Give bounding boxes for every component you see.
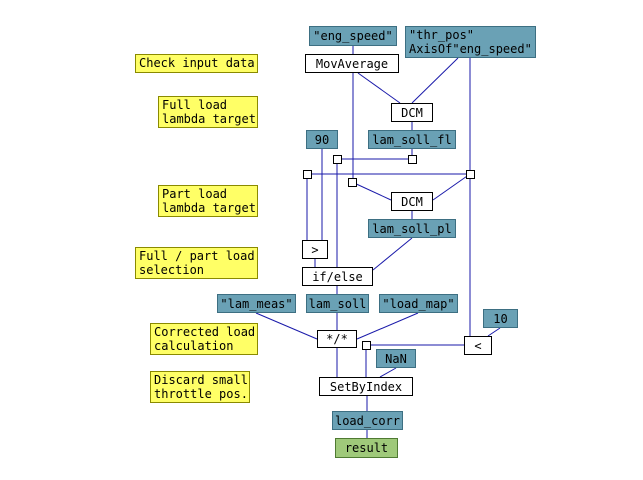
lam-soll-pl-param[interactable]: lam_soll_pl	[368, 219, 456, 238]
lam-soll-var[interactable]: lam_soll	[306, 294, 369, 313]
greater-than-block[interactable]: >	[302, 240, 328, 259]
junction-port-5[interactable]	[466, 170, 475, 179]
wire-lampl-ifelse	[372, 237, 413, 271]
wire-nan-setbyidx	[379, 367, 397, 378]
result-output[interactable]: result	[335, 438, 398, 458]
dcm-part-load-block[interactable]: DCM	[391, 192, 433, 211]
note-full-load-target: Full load lambda target	[158, 96, 258, 128]
wire-thrpos-diag	[411, 57, 459, 104]
note-discard-small: Discard small throttle pos.	[150, 371, 250, 403]
less-than-block[interactable]: <	[464, 336, 492, 355]
nan-const[interactable]: NaN	[376, 349, 416, 368]
wire-dcmpart-diag1	[351, 181, 392, 201]
load-corr-var[interactable]: load_corr	[332, 411, 403, 430]
wire-lammeas-muldiv	[255, 312, 318, 340]
lam-meas-input[interactable]: "lam_meas"	[217, 294, 296, 313]
junction-port-1[interactable]	[333, 155, 342, 164]
const-10[interactable]: 10	[483, 309, 518, 328]
const-90[interactable]: 90	[306, 130, 338, 149]
eng-speed-input[interactable]: "eng_speed"	[309, 26, 397, 46]
dcm-full-load-block[interactable]: DCM	[391, 103, 433, 122]
wire-loadmap-muldiv	[356, 312, 419, 340]
movaverage-block[interactable]: MovAverage	[305, 54, 399, 73]
setbyindex-block[interactable]: SetByIndex	[319, 377, 413, 396]
junction-port-4[interactable]	[348, 178, 357, 187]
load-map-input[interactable]: "load_map"	[379, 294, 458, 313]
wire-dcmpart-diag2	[432, 173, 471, 201]
junction-port-3[interactable]	[303, 170, 312, 179]
note-full-part-selection: Full / part load selection	[135, 247, 258, 279]
wire-movavg-dcmfull	[357, 72, 401, 104]
wire-const10-lt	[487, 327, 501, 337]
mul-div-block[interactable]: */*	[317, 330, 357, 348]
if-else-block[interactable]: if/else	[302, 267, 373, 286]
note-part-load-target: Part load lambda target	[158, 185, 258, 217]
junction-port-6[interactable]	[362, 341, 371, 350]
junction-port-2[interactable]	[408, 155, 417, 164]
note-check-input: Check input data	[135, 54, 258, 73]
thr-pos-input[interactable]: "thr_pos" AxisOf"eng_speed"	[405, 26, 536, 58]
note-corrected-load: Corrected load calculation	[150, 323, 258, 355]
lam-soll-fl-param[interactable]: lam_soll_fl	[368, 130, 456, 149]
